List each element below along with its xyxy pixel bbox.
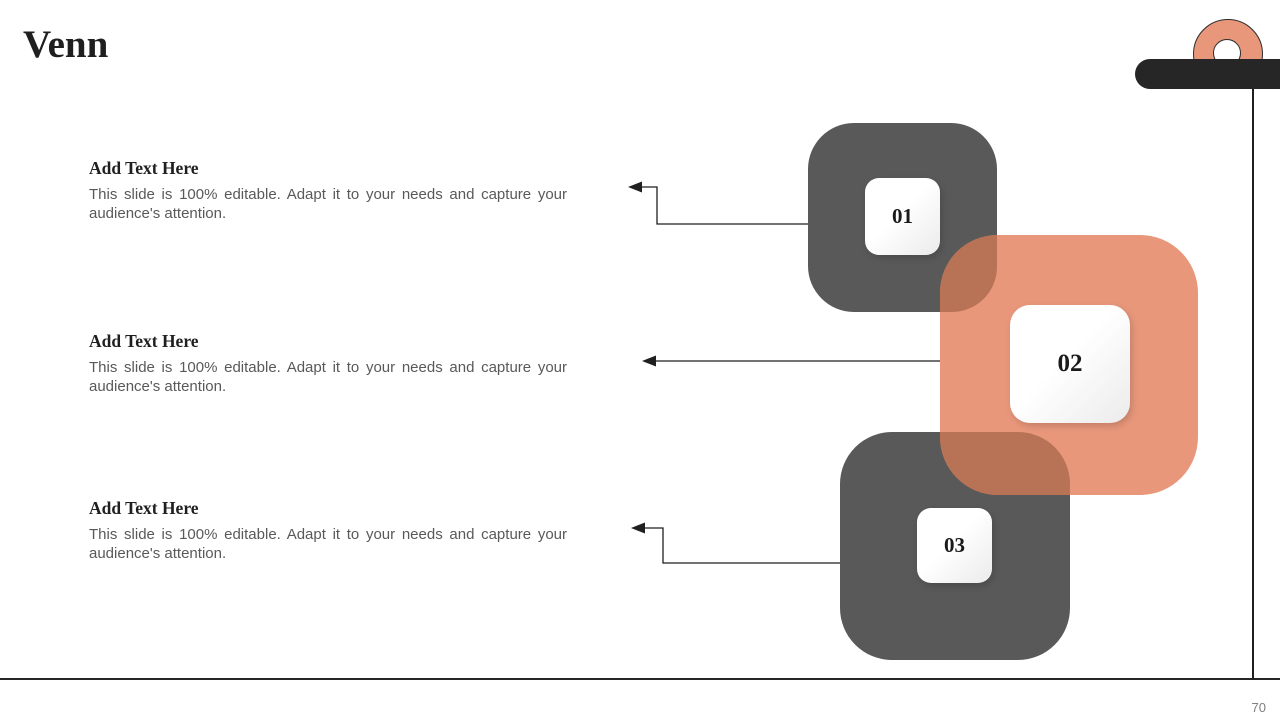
arrow-icon-3	[631, 522, 840, 564]
venn-number-badge-2: 02	[1010, 305, 1130, 423]
venn-number: 03	[944, 533, 965, 557]
header-bar-decoration	[1135, 59, 1280, 89]
section-heading: Add Text Here	[89, 158, 199, 178]
text-section-2: Add Text Here This slide is 100% editabl…	[89, 330, 567, 396]
venn-number-badge-1: 01	[865, 178, 940, 255]
text-section-3: Add Text Here This slide is 100% editabl…	[89, 497, 567, 563]
arrow-icon-1	[628, 181, 808, 225]
slide-title: Venn	[23, 23, 109, 66]
arrow-icon-2	[642, 355, 940, 367]
footer-divider	[0, 678, 1280, 680]
venn-number: 01	[892, 204, 913, 228]
section-body: This slide is 100% editable. Adapt it to…	[89, 526, 567, 562]
page-number: 70	[1251, 700, 1266, 715]
section-heading: Add Text Here	[89, 498, 199, 518]
vertical-divider	[1252, 88, 1254, 679]
section-body: This slide is 100% editable. Adapt it to…	[89, 186, 567, 222]
section-heading: Add Text Here	[89, 331, 199, 351]
venn-number-badge-3: 03	[917, 508, 992, 583]
section-body: This slide is 100% editable. Adapt it to…	[89, 359, 567, 395]
venn-number: 02	[1057, 350, 1083, 377]
text-section-1: Add Text Here This slide is 100% editabl…	[89, 157, 567, 223]
